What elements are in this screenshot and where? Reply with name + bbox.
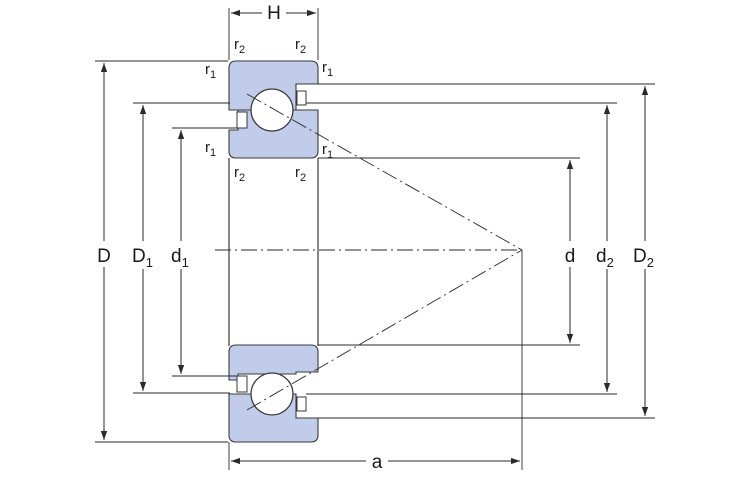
center-lines bbox=[215, 93, 523, 411]
top-outer-ring bbox=[228, 60, 319, 111]
top-cage bbox=[236, 111, 248, 129]
bottom-cage bbox=[236, 375, 248, 393]
label-r2-mid-left: r2 bbox=[234, 164, 245, 184]
label-d1: d1 bbox=[171, 246, 189, 270]
label-a: a bbox=[372, 452, 383, 473]
bottom-ball bbox=[250, 372, 294, 416]
label-r2-mid-right: r2 bbox=[295, 164, 306, 184]
label-H: H bbox=[267, 3, 281, 24]
bottom-bearing-section bbox=[228, 344, 319, 443]
label-r2-top-left: r2 bbox=[234, 36, 245, 56]
bottom-cage-right bbox=[296, 396, 307, 412]
extension-lines bbox=[95, 8, 655, 470]
label-r2-top-right: r2 bbox=[295, 36, 306, 56]
label-r1-mid-right: r1 bbox=[322, 141, 333, 161]
bottom-contact-line bbox=[246, 249, 523, 411]
label-D1: D1 bbox=[132, 246, 153, 270]
dimension-labels: H D D1 d1 d d2 D2 a bbox=[97, 3, 654, 473]
label-masks bbox=[94, 2, 664, 476]
label-r1-top-left: r1 bbox=[205, 61, 216, 81]
label-r1-top-right: r1 bbox=[322, 59, 333, 79]
radius-labels: r2 r2 r1 r1 r1 r1 r2 r2 bbox=[205, 36, 333, 184]
label-d2: d2 bbox=[596, 246, 614, 270]
top-ball bbox=[250, 88, 294, 132]
label-D2: D2 bbox=[633, 246, 654, 270]
bottom-outer-ring bbox=[228, 393, 319, 443]
label-D: D bbox=[97, 246, 111, 267]
bearing-side-outline bbox=[228, 158, 319, 346]
top-contact-line bbox=[246, 93, 523, 251]
top-cage-right bbox=[296, 90, 307, 106]
label-r1-mid-left: r1 bbox=[205, 139, 216, 159]
label-d: d bbox=[565, 246, 576, 267]
